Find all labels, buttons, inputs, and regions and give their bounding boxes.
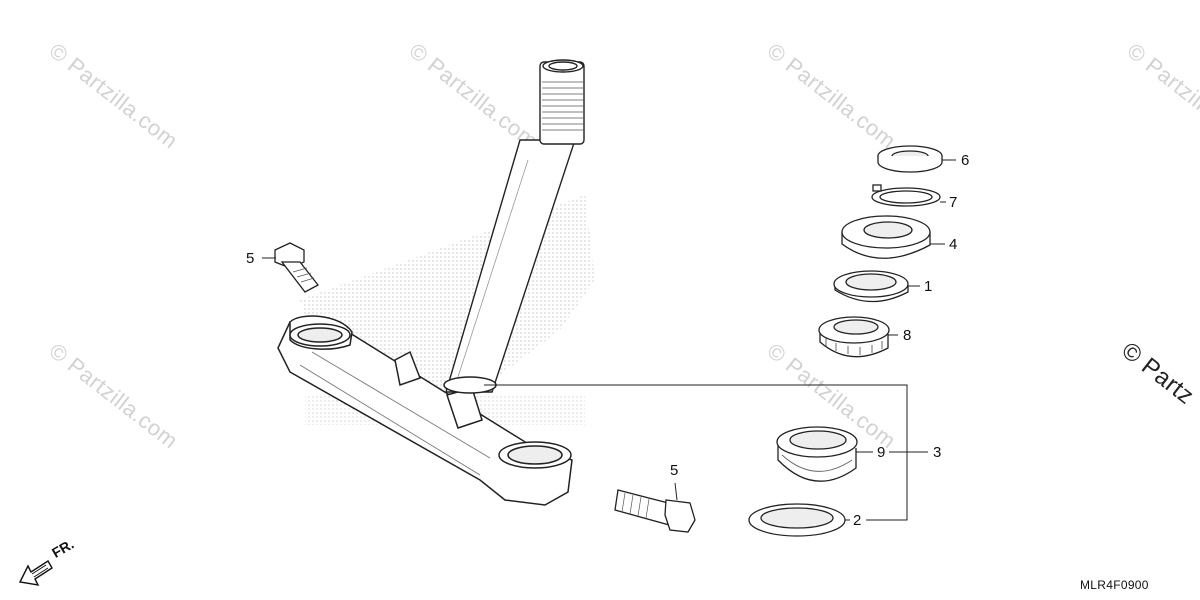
callout-bolt-left: 5 (246, 250, 255, 267)
diagram-code: MLR4F0900 (1080, 578, 1149, 592)
lower-bearing (776, 426, 858, 482)
leader-lines (262, 159, 956, 521)
steering-stem (445, 59, 585, 393)
bolt-right (614, 489, 696, 533)
adjusting-nut (877, 145, 943, 173)
top-cone-race (841, 215, 931, 259)
callout-bearing-kit: 3 (933, 444, 942, 461)
lock-washer (871, 184, 941, 207)
front-arrow-icon (18, 560, 53, 586)
callout-upper-bearing: 8 (903, 327, 912, 344)
lower-triple-clamp (277, 315, 573, 506)
callout-lower-bearing: 9 (877, 444, 886, 461)
callout-lower-dust-seal: 2 (853, 512, 862, 529)
dust-seal (833, 270, 909, 303)
upper-bearing (818, 316, 890, 358)
callout-dust-seal: 1 (924, 278, 933, 295)
callout-bolt-right: 5 (670, 462, 679, 479)
callout-lock-washer: 7 (949, 194, 958, 211)
lower-dust-seal (748, 503, 846, 537)
bolt-left (274, 242, 319, 293)
callout-adjusting-nut: 6 (961, 152, 970, 169)
callout-top-cone-race: 4 (949, 236, 958, 253)
